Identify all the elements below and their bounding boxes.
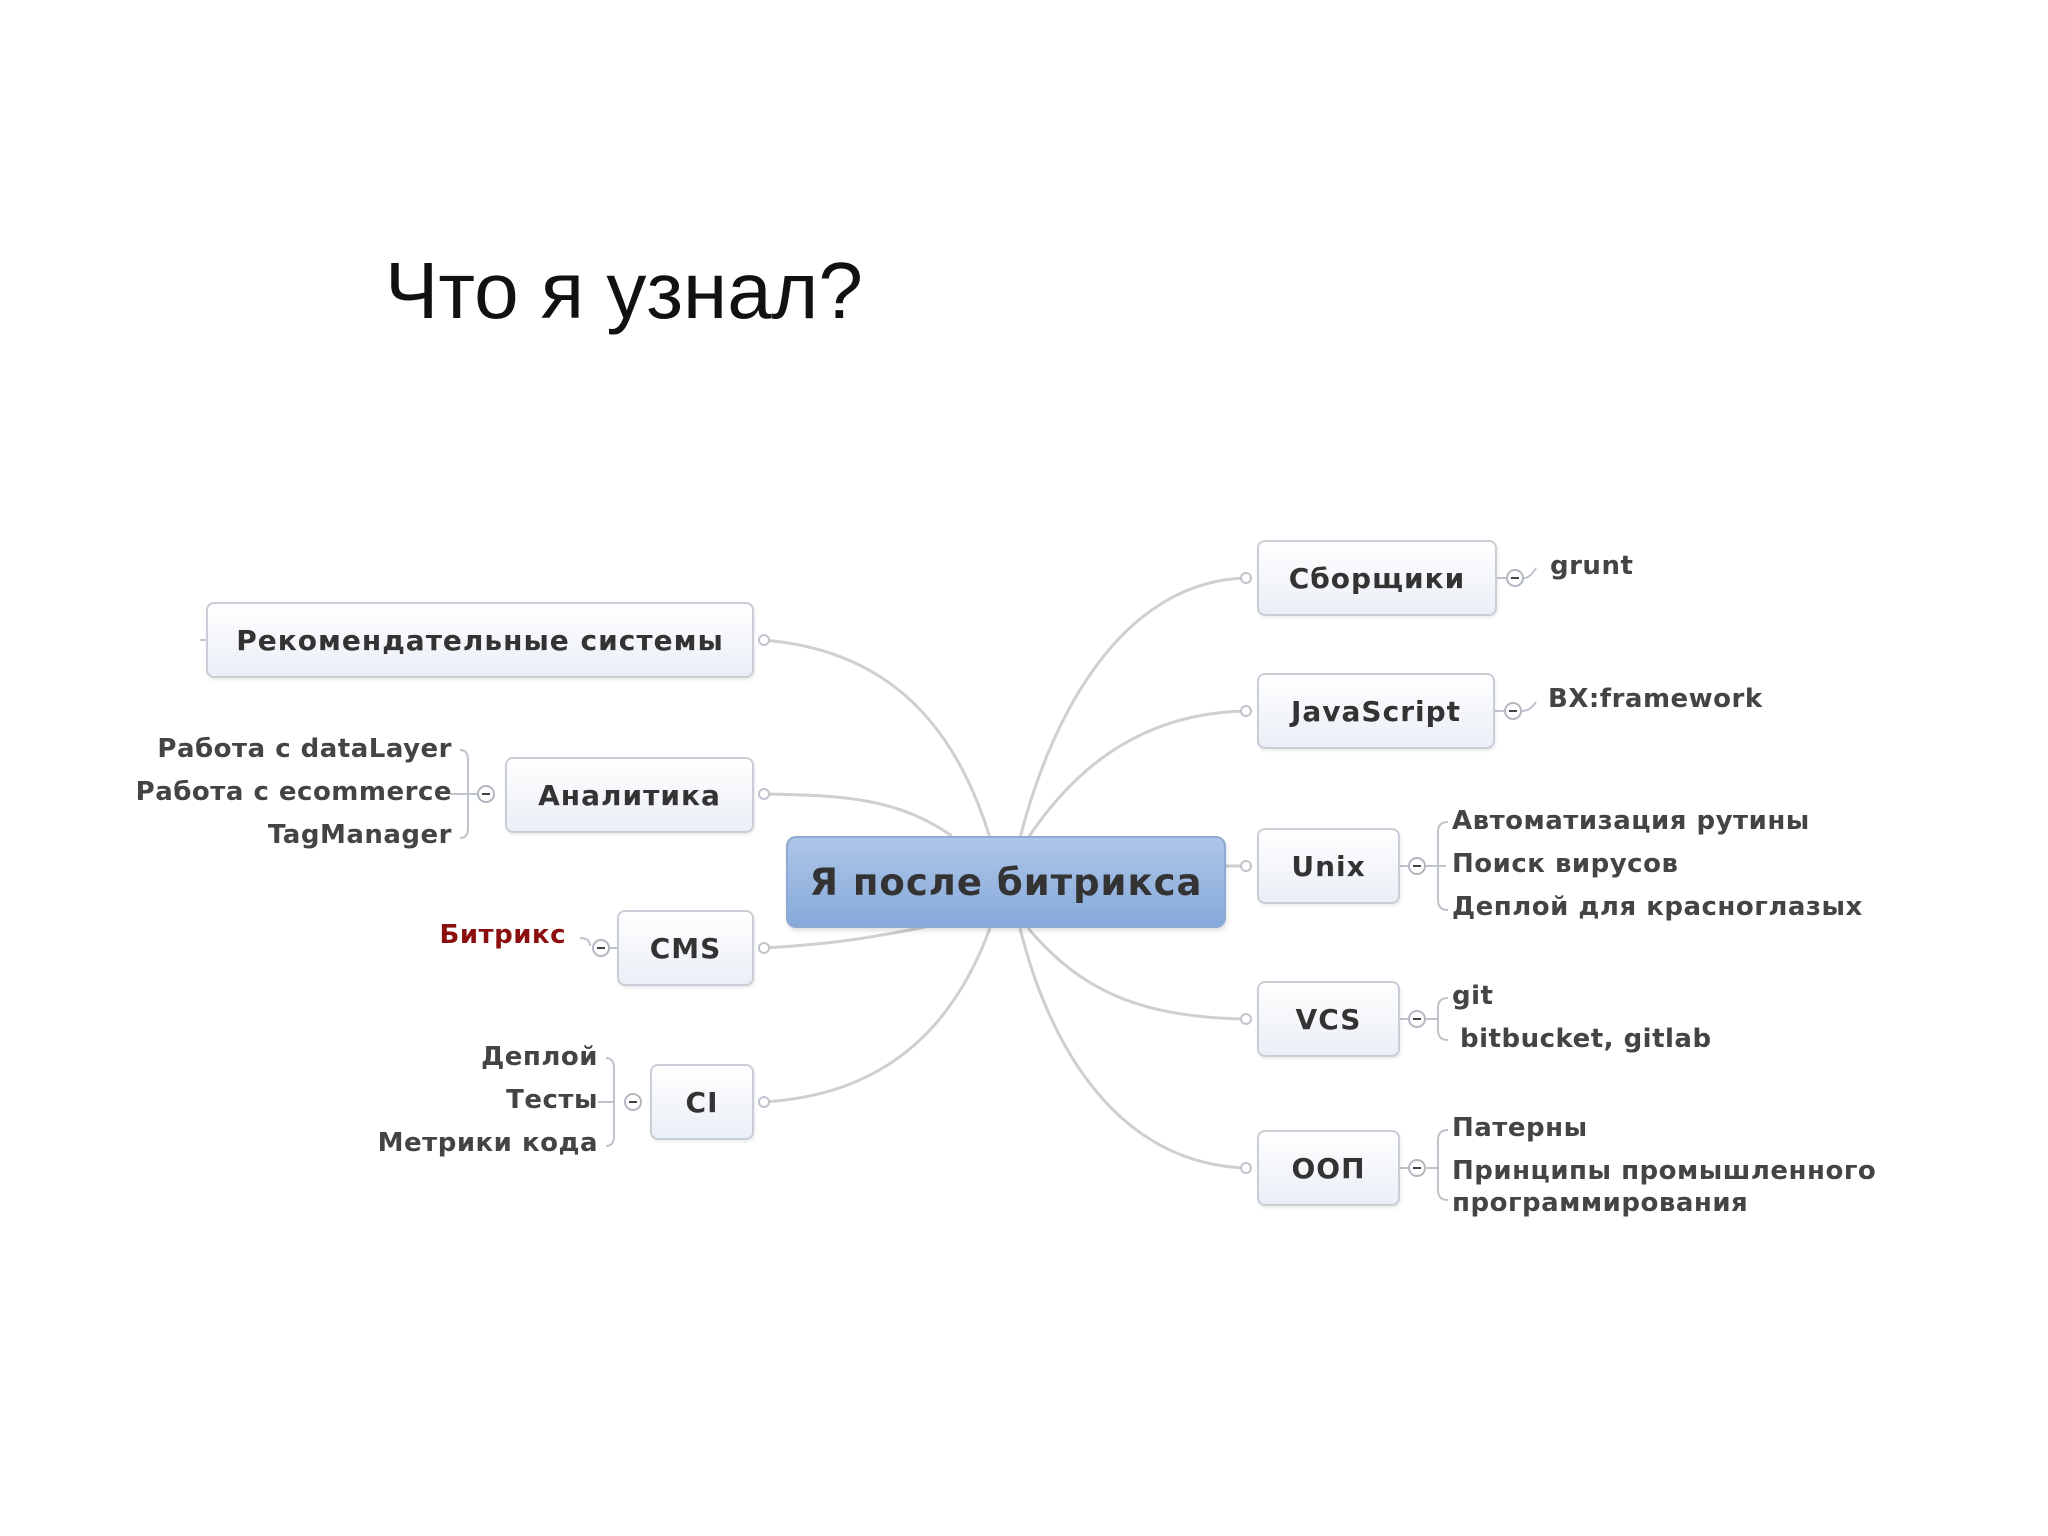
leaf-virus-search: Поиск вирусов (1452, 849, 1679, 879)
slide-title: Что я узнал? (385, 246, 863, 335)
node-vcs[interactable]: VCS (1257, 981, 1400, 1057)
node-analytics[interactable]: Аналитика (505, 757, 754, 833)
leaf-bx-framework: BX:framework (1548, 684, 1763, 714)
node-cms[interactable]: CMS (617, 910, 754, 986)
node-recommendation-systems[interactable]: Рекомендательные системы (206, 602, 754, 678)
collapse-cms-button[interactable] (592, 939, 610, 957)
leaf-tests: Тесты (506, 1085, 598, 1115)
central-topic[interactable]: Я после битрикса (786, 836, 1226, 928)
leaf-tagmanager: TagManager (267, 820, 452, 850)
node-javascript[interactable]: JavaScript (1257, 673, 1495, 749)
leaf-bitrix: Битрикс (439, 920, 566, 950)
leaf-git: git (1452, 981, 1494, 1011)
leaf-datalayer: Работа с dataLayer (157, 734, 452, 764)
leaf-patterns: Патерны (1452, 1113, 1588, 1143)
leaf-automation: Автоматизация рутины (1452, 806, 1810, 836)
leaf-bitbucket-gitlab: bitbucket, gitlab (1460, 1024, 1712, 1054)
collapse-oop-button[interactable] (1408, 1159, 1426, 1177)
leaf-code-metrics: Метрики кода (377, 1128, 598, 1158)
node-unix[interactable]: Unix (1257, 828, 1400, 904)
leaf-grunt: grunt (1550, 551, 1634, 581)
node-ci[interactable]: CI (650, 1064, 754, 1140)
collapse-vcs-button[interactable] (1408, 1010, 1426, 1028)
leaf-industrial-principles: Принципы промышленного (1452, 1156, 1877, 1186)
collapse-unix-button[interactable] (1408, 857, 1426, 875)
leaf-deploy: Деплой (481, 1042, 598, 1072)
collapse-ci-button[interactable] (624, 1093, 642, 1111)
node-builders[interactable]: Сборщики (1257, 540, 1497, 616)
collapse-javascript-button[interactable] (1504, 702, 1522, 720)
leaf-programming: программирования (1452, 1188, 1749, 1218)
collapse-analytics-button[interactable] (477, 785, 495, 803)
node-oop[interactable]: ООП (1257, 1130, 1400, 1206)
leaf-deploy-redeyes: Деплой для красноглазых (1452, 892, 1863, 922)
leaf-ecommerce: Работа с ecommerce (135, 777, 452, 807)
collapse-builders-button[interactable] (1506, 569, 1524, 587)
